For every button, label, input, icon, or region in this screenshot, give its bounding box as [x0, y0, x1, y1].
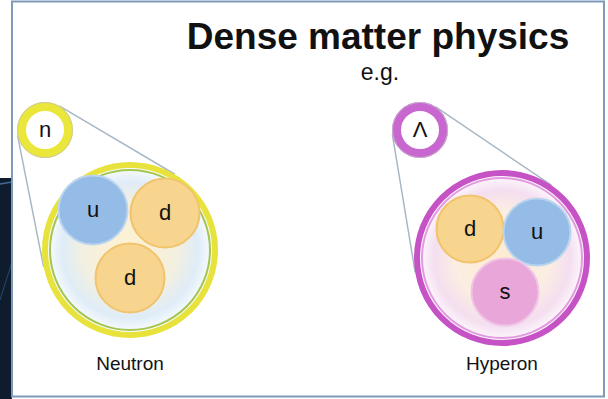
particle-symbol: u	[531, 221, 543, 243]
background-streak	[0, 182, 12, 184]
particle-symbol: d	[124, 267, 136, 289]
baryon-circle: dusHyperon	[414, 170, 590, 346]
quark-disc	[504, 199, 571, 266]
slide-title: Dense matter physics	[187, 18, 570, 55]
color-ring	[22, 107, 69, 154]
ring-edge	[393, 103, 448, 158]
background-streak	[0, 262, 12, 300]
color-ring	[397, 107, 444, 154]
example-label: e.g.	[361, 61, 399, 84]
quark-circle: u	[57, 174, 129, 246]
quark-disc	[131, 179, 200, 248]
quark-circle: s	[470, 257, 540, 327]
quark-circle: u	[502, 197, 572, 267]
particle-name: Hyperon	[466, 354, 538, 373]
quark-circle: d	[435, 194, 505, 264]
quark-circle: d	[129, 177, 201, 249]
particle-ring: Λ	[392, 102, 448, 158]
slide-border	[12, 2, 604, 397]
glow-ring	[417, 173, 587, 343]
particle-symbol: Λ	[413, 119, 428, 141]
particle-symbol: d	[464, 218, 476, 240]
particle-symbol: n	[39, 119, 51, 141]
ring-edge	[18, 103, 73, 158]
inner-ring	[50, 170, 210, 330]
baryon-circle: uddNeutron	[42, 162, 218, 338]
inner-ring	[422, 178, 582, 338]
quark-disc	[472, 259, 539, 326]
quark-disc	[59, 176, 128, 245]
glow-ring	[45, 165, 215, 335]
quark-disc	[96, 244, 165, 313]
particle-symbol: u	[87, 199, 99, 221]
background-strip	[0, 178, 12, 399]
particle-symbol: s	[500, 281, 511, 303]
particle-ring: n	[17, 102, 73, 158]
particle-symbol: d	[159, 202, 171, 224]
particle-name: Neutron	[96, 354, 164, 373]
quark-disc	[437, 196, 504, 263]
quark-circle: d	[94, 242, 166, 314]
